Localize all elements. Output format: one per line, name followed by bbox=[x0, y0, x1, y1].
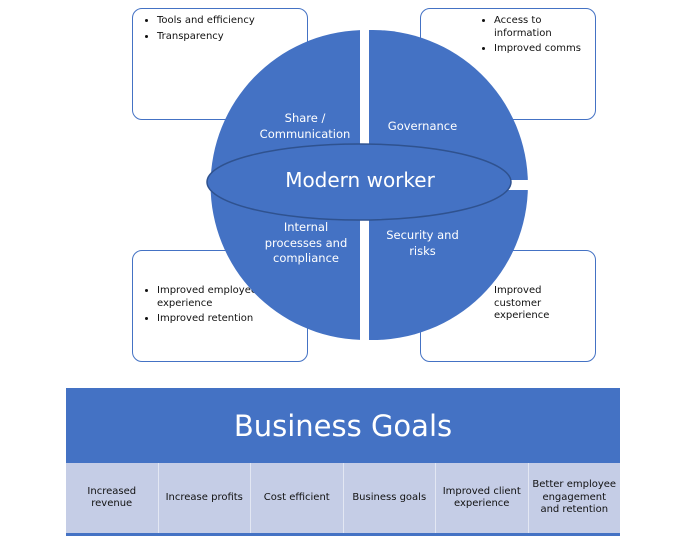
bullet: Improved employee experience bbox=[157, 285, 262, 310]
goal-cell: Cost efficient bbox=[251, 463, 344, 533]
center-ellipse bbox=[206, 143, 512, 221]
goals-title: Business Goals bbox=[66, 388, 620, 463]
bullet: Access to information bbox=[494, 15, 564, 40]
gap-right bbox=[505, 180, 530, 190]
bullet: Improved comms bbox=[494, 43, 591, 56]
goal-cell: Better employee engagement and retention bbox=[528, 463, 620, 533]
bullet: Improved retention bbox=[157, 313, 303, 326]
goal-cell: Increased revenue bbox=[66, 463, 159, 533]
goal-cell: Business goals bbox=[343, 463, 436, 533]
bullet: Tools and efficiency bbox=[157, 15, 303, 28]
quadrant-label-governance: Governance bbox=[387, 119, 458, 133]
goal-cell: Increase profits bbox=[158, 463, 251, 533]
quadrant-right bbox=[369, 30, 528, 341]
quadrant-label-share: Share / Communication bbox=[259, 111, 351, 141]
goals-row: Increased revenue Increase profits Cost … bbox=[66, 463, 620, 536]
bullet: Improved customer experience bbox=[494, 285, 591, 323]
center-label: Modern worker bbox=[285, 168, 435, 192]
quadrant-label-security: Security and risks bbox=[386, 228, 459, 258]
bullet: Transparency bbox=[157, 31, 303, 44]
quadrant-label-internal: Internal processes and compliance bbox=[264, 220, 348, 265]
goal-cell: Improved client experience bbox=[436, 463, 529, 533]
